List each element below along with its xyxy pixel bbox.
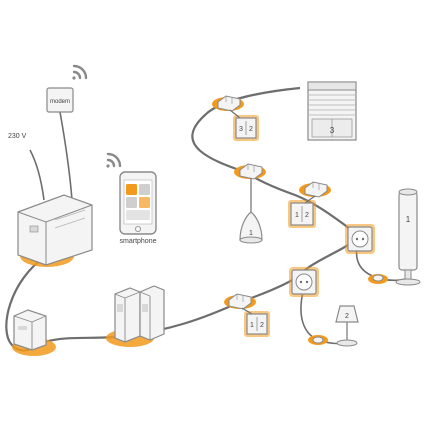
socket-lower	[291, 269, 317, 295]
pendant-number: 1	[249, 230, 253, 237]
actuator-lower	[228, 293, 252, 310]
middle-switch: 1 2	[290, 202, 314, 226]
middle-switch-right-label: 2	[305, 212, 309, 219]
actuator-pendant	[239, 163, 263, 180]
wifi-signal-icon	[72, 64, 88, 80]
drop-lower-switch	[241, 307, 253, 315]
smartphone-label: smartphone	[120, 238, 157, 245]
table-lamp: 2	[335, 305, 359, 347]
drop-middle-switch	[304, 195, 316, 204]
socket-right	[347, 226, 373, 252]
din-rail-modules	[114, 285, 165, 343]
smartphone	[119, 171, 157, 235]
modem: modem	[46, 87, 74, 113]
table-lamp-number: 2	[345, 313, 349, 320]
lower-switch-left-label: 1	[250, 322, 254, 329]
floor-lamp-plug	[372, 274, 384, 282]
din-module	[13, 309, 47, 351]
drop-shutter-switch	[229, 109, 241, 119]
modem-wire	[59, 111, 73, 201]
floor-lamp-number: 1	[406, 215, 411, 224]
table-lamp-plug	[312, 336, 324, 344]
modem-label: modem	[50, 99, 70, 105]
floor-lamp: 1	[395, 188, 421, 286]
shutter-switch-right-label: 2	[249, 126, 253, 133]
shutter-switch: 3 2	[235, 117, 257, 139]
voltage-label: 230 V	[8, 133, 27, 140]
main-controller	[17, 194, 93, 266]
pendant-lamp: 1	[239, 211, 263, 244]
lower-switch-right-label: 2	[260, 322, 264, 329]
actuator-middle	[304, 181, 328, 198]
lower-switch: 1 2	[246, 313, 268, 335]
roller-shutter: 3	[307, 81, 357, 141]
wifi-signal-icon	[106, 152, 122, 168]
power-wire	[29, 149, 45, 201]
shutter-switch-left-label: 3	[239, 126, 243, 133]
shutter-number: 3	[330, 126, 335, 135]
actuator-top	[217, 95, 241, 112]
middle-switch-left-label: 1	[295, 212, 299, 219]
